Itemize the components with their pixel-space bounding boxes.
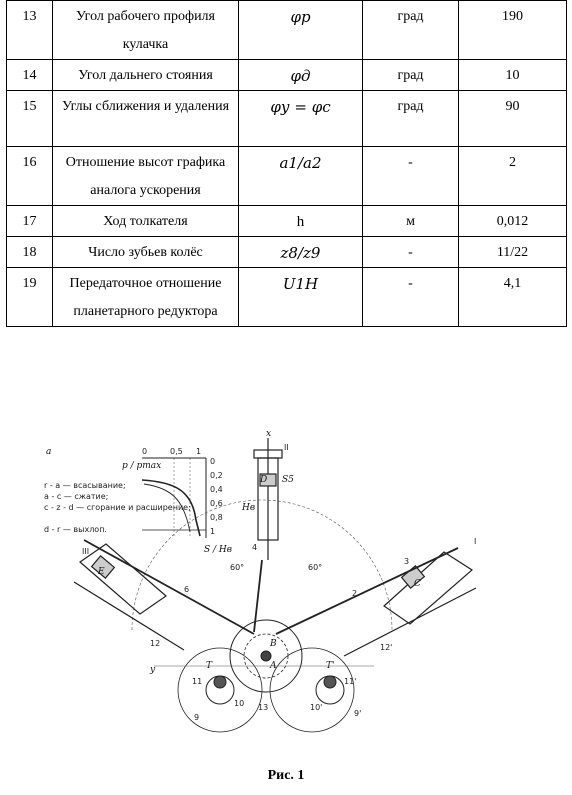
link-6-label: 6 — [184, 585, 189, 594]
link-9p-label: 9' — [354, 709, 361, 718]
left-cylinder — [73, 539, 255, 651]
parameter-value: 4,1 — [458, 267, 567, 327]
cylinder-label-ii: II — [284, 443, 289, 452]
axis-right-tick: 0,6 — [210, 499, 223, 508]
axis-right-tick: 0 — [210, 457, 215, 466]
link-2-label: 2 — [352, 589, 357, 598]
table-row: 16 Отношение высот графика аналога ускор… — [6, 146, 567, 206]
link-3-label: 3 — [404, 557, 409, 566]
angle-arc — [131, 499, 393, 631]
table-row: 14 Угол дальнего стояния φд град 10 — [6, 59, 567, 91]
table-row: 15 Углы сближения и удаления φу = φс гра… — [6, 90, 567, 147]
link-4-label: 4 — [252, 543, 257, 552]
parameter-unit: - — [362, 236, 459, 268]
parameter-name: Передаточное отношение планетарного реду… — [52, 267, 239, 327]
panel-label: a — [46, 447, 51, 457]
row-number: 16 — [6, 146, 53, 206]
parameter-symbol: φд — [238, 59, 363, 91]
link-9-label: 9 — [194, 713, 199, 722]
parameter-symbol: a1/a2 — [238, 146, 363, 206]
s5-label: S5 — [282, 475, 294, 485]
parameters-table: 13 Угол рабочего профиля кулачка φр град… — [6, 0, 567, 327]
link-11p-label: 11' — [344, 677, 356, 686]
point-e-label: E — [97, 567, 105, 577]
parameter-name: Ход толкателя — [52, 205, 239, 237]
table-row: 19 Передаточное отношение планетарного р… — [6, 267, 567, 327]
ratio-label-stroke: S / Hв — [204, 545, 232, 555]
table-row: 17 Ход толкателя h м 0,012 — [6, 205, 567, 237]
axis-top-tick: 1 — [196, 447, 201, 456]
engine-mechanism-figure: a 0 0,5 1 0 0,2 0,4 0,6 0,8 1 p / pmax S… — [44, 420, 572, 740]
link-11-label: 11 — [192, 677, 202, 686]
parameter-unit: град — [362, 0, 459, 60]
link-10-label: 10 — [234, 699, 244, 708]
link-12-label: 12 — [150, 639, 160, 648]
parameter-unit: м — [362, 205, 459, 237]
indicator-diagram — [141, 457, 207, 538]
parameter-symbol: z8/z9 — [238, 236, 363, 268]
row-number: 17 — [6, 205, 53, 237]
parameter-unit: - — [362, 267, 459, 327]
angle-right-label: 60° — [308, 563, 322, 572]
axis-top-tick: 0 — [142, 447, 147, 456]
parameter-symbol: φу = φс — [238, 90, 363, 147]
right-cylinder — [275, 547, 477, 657]
stroke-label: Hв — [241, 503, 255, 513]
axis-right-tick: 0,4 — [210, 485, 223, 494]
angle-left-label: 60° — [230, 563, 244, 572]
point-d-label: D — [259, 475, 267, 485]
point-b-label: B — [269, 639, 277, 649]
parameter-name: Угол дальнего стояния — [52, 59, 239, 91]
parameter-unit: град — [362, 90, 459, 147]
parameter-name: Угол рабочего профиля кулачка — [52, 0, 239, 60]
parameter-value: 2 — [458, 146, 567, 206]
parameter-value: 90 — [458, 90, 567, 147]
parameter-symbol: U1H — [238, 267, 363, 327]
axis-right-tick: 0,8 — [210, 513, 223, 522]
legend-item: d - r — выхлоп. — [44, 525, 107, 534]
vertical-cylinder — [253, 438, 283, 560]
mechanism-drawing: a 0 0,5 1 0 0,2 0,4 0,6 0,8 1 p / pmax S… — [44, 429, 477, 733]
ratio-label-pressure: p / pmax — [122, 461, 161, 471]
gear-train — [177, 619, 355, 733]
axis-top-tick: 0,5 — [170, 447, 183, 456]
parameter-unit: - — [362, 146, 459, 206]
parameter-name: Число зубьев колёс — [52, 236, 239, 268]
legend-item: r - a — всасывание; — [44, 481, 126, 490]
parameter-value: 0,012 — [458, 205, 567, 237]
parameter-value: 190 — [458, 0, 567, 60]
connecting-rod — [253, 559, 263, 633]
parameter-unit: град — [362, 59, 459, 91]
parameter-value: 11/22 — [458, 236, 567, 268]
axis-right-tick: 1 — [210, 527, 215, 536]
row-number: 18 — [6, 236, 53, 268]
x-axis-label: x — [266, 429, 271, 439]
table-row: 18 Число зубьев колёс z8/z9 - 11/22 — [6, 236, 567, 268]
parameter-symbol: φр — [238, 0, 363, 60]
link-12p-label: 12' — [380, 643, 392, 652]
parameter-symbol: h — [238, 205, 363, 237]
figure-caption: Рис. 1 — [267, 768, 305, 783]
row-number: 13 — [6, 0, 53, 60]
link-13-label: 13 — [258, 703, 268, 712]
point-c-label: C — [414, 579, 421, 589]
y-axis-label: y — [149, 665, 156, 675]
table-row: 13 Угол рабочего профиля кулачка φр град… — [6, 0, 567, 60]
cylinder-label-i: I — [474, 537, 476, 546]
cylinder-label-iii: III — [82, 547, 89, 556]
row-number: 15 — [6, 90, 53, 147]
parameter-name: Углы сближения и удаления — [52, 90, 239, 147]
axis-right-tick: 0,2 — [210, 471, 223, 480]
row-number: 19 — [6, 267, 53, 327]
parameter-value: 10 — [458, 59, 567, 91]
legend-item: c - z - d — сгорание и расширение; — [44, 503, 191, 512]
parameter-name: Отношение высот графика аналога ускорени… — [52, 146, 239, 206]
row-number: 14 — [6, 59, 53, 91]
legend-item: a - c — сжатие; — [44, 492, 108, 501]
link-10p-label: 10' — [310, 703, 322, 712]
